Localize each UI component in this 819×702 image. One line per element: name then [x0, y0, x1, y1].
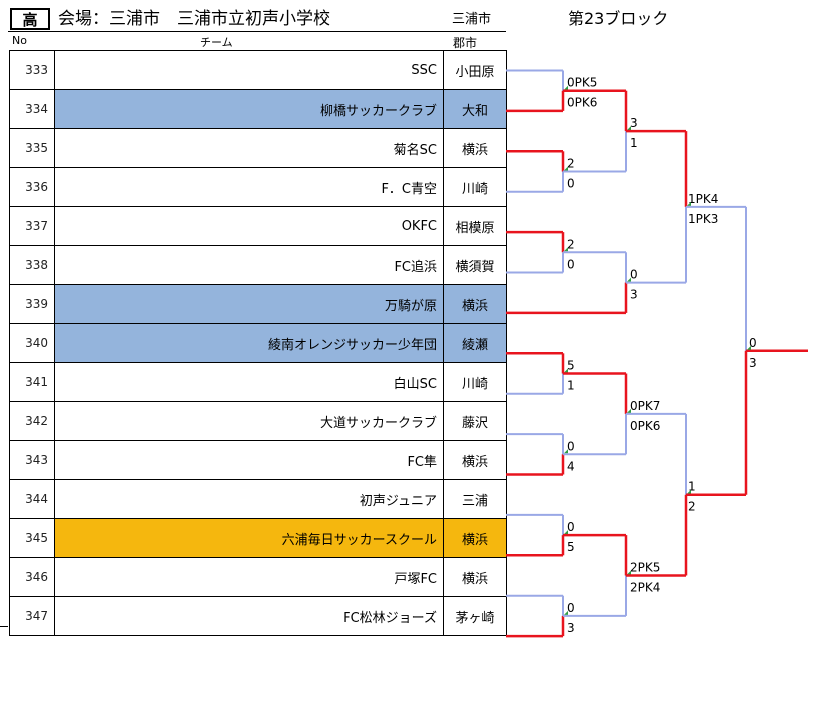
team-number: 343 [9, 440, 55, 480]
score-label: 3 [630, 116, 638, 130]
match-marker [564, 85, 568, 90]
level-badge: 高 [10, 8, 50, 30]
team-city: 藤沢 [443, 401, 507, 441]
match-marker [747, 345, 751, 350]
score-label: 0 [749, 336, 757, 350]
team-name: 六浦毎日サッカースクール [54, 518, 444, 558]
team-city: 相模原 [443, 206, 507, 246]
team-city: 茅ヶ崎 [443, 596, 507, 636]
score-label: 2 [567, 157, 575, 171]
team-city: 横浜 [443, 284, 507, 324]
score-label: 4 [567, 459, 575, 473]
match-marker [564, 449, 568, 454]
team-number: 339 [9, 284, 55, 324]
match-marker [564, 368, 568, 373]
team-number: 340 [9, 323, 55, 363]
match-marker [627, 570, 631, 575]
score-label: 0PK7 [630, 399, 660, 413]
team-name: FC追浜 [54, 245, 444, 285]
score-label: 3 [567, 621, 575, 635]
score-label: 0 [567, 257, 575, 271]
score-label: 2PK5 [630, 561, 660, 575]
header-divider [8, 31, 506, 32]
score-label: 2 [688, 500, 696, 514]
score-label: 0 [630, 268, 638, 282]
team-city: 綾瀬 [443, 323, 507, 363]
team-name: 大道サッカークラブ [54, 401, 444, 441]
match-marker [627, 408, 631, 413]
score-label: 0PK6 [567, 96, 597, 110]
score-label: 0 [567, 439, 575, 453]
score-label: 1 [567, 379, 575, 393]
score-label: 3 [630, 288, 638, 302]
page-margin-tick [0, 626, 8, 627]
team-name: 戸塚FC [54, 557, 444, 597]
score-label: 0PK6 [630, 419, 660, 433]
column-header-team: チーム [200, 36, 233, 49]
team-name: 柳橋サッカークラブ [54, 89, 444, 129]
score-label: 1PK4 [688, 192, 718, 206]
team-number: 344 [9, 479, 55, 519]
team-city: 横浜 [443, 440, 507, 480]
score-label: 0PK5 [567, 76, 597, 90]
team-name: 万騎が原 [54, 284, 444, 324]
block-title: 第23ブロック [568, 9, 669, 28]
team-name: FC松林ジョーズ [54, 596, 444, 636]
team-name: F．C青空 [54, 167, 444, 207]
team-city: 大和 [443, 89, 507, 129]
team-number: 336 [9, 167, 55, 207]
team-city: 川崎 [443, 167, 507, 207]
score-label: 1 [688, 480, 696, 494]
team-name: 初声ジュニア [54, 479, 444, 519]
match-marker [627, 277, 631, 282]
team-name: 綾南オレンジサッカー少年団 [54, 323, 444, 363]
score-label: 5 [567, 540, 575, 554]
score-label: 1 [630, 136, 638, 150]
team-city: 横浜 [443, 557, 507, 597]
match-marker [564, 610, 568, 615]
team-number: 338 [9, 245, 55, 285]
region-label: 三浦市 [452, 12, 492, 27]
match-marker [564, 530, 568, 535]
team-name: 菊名SC [54, 128, 444, 168]
score-label: 5 [567, 359, 575, 373]
team-number: 342 [9, 401, 55, 441]
score-label: 2PK4 [630, 581, 660, 595]
score-label: 1PK3 [688, 212, 718, 226]
score-label: 0 [567, 601, 575, 615]
column-header-city: 郡市 [453, 36, 478, 50]
match-marker [564, 247, 568, 252]
score-label: 0 [567, 520, 575, 534]
match-marker [627, 126, 631, 131]
team-city: 横須賀 [443, 245, 507, 285]
team-city: 川崎 [443, 362, 507, 402]
score-label: 0 [567, 177, 575, 191]
column-header-no: No [12, 34, 27, 47]
match-marker [564, 166, 568, 171]
match-marker [687, 489, 691, 494]
score-label: 2 [567, 237, 575, 251]
venue-title: 会場：三浦市 三浦市立初声小学校 [58, 9, 330, 29]
team-city: 横浜 [443, 518, 507, 558]
score-label: 3 [749, 356, 757, 370]
match-marker [687, 201, 691, 206]
team-number: 334 [9, 89, 55, 129]
team-number: 341 [9, 362, 55, 402]
